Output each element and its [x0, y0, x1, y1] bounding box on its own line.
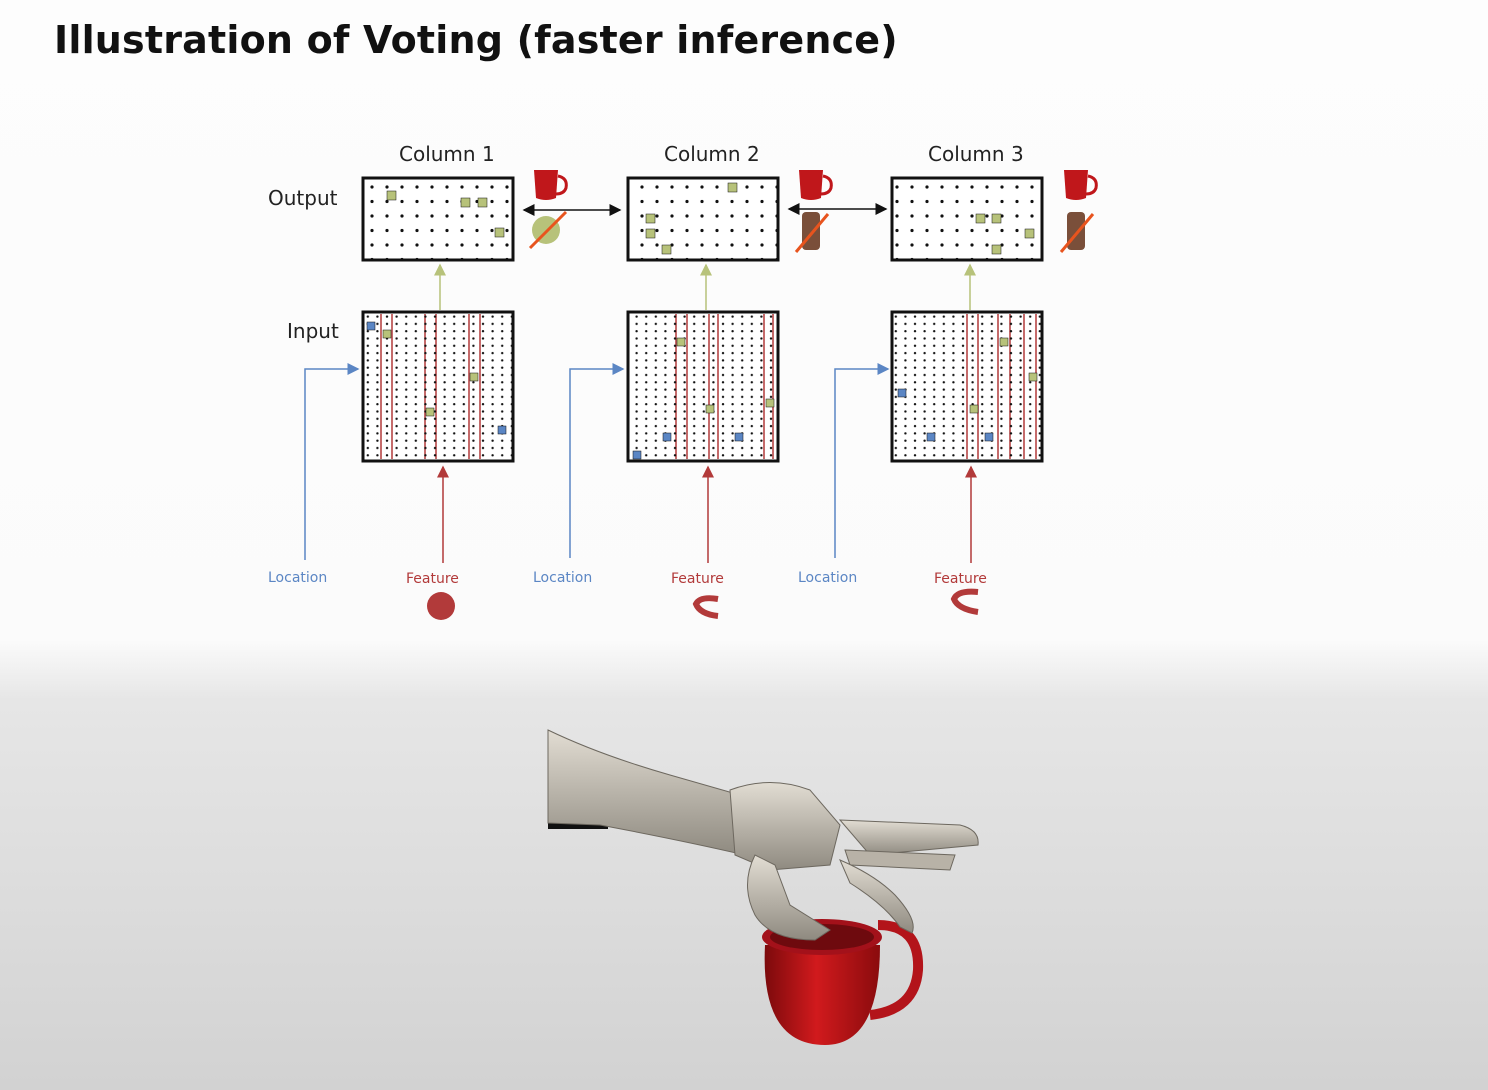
- mug-icon: [534, 170, 568, 200]
- column-1-title: Column 1: [399, 142, 495, 166]
- output-grid: [363, 178, 513, 260]
- red-dot-icon: [427, 592, 455, 620]
- output-row-label: Output: [268, 186, 338, 210]
- ball-icon-crossed: [528, 210, 568, 250]
- voting-diagram: Output Input Column 1 Location Feature: [268, 142, 1098, 620]
- can-icon-crossed: [1059, 212, 1095, 253]
- column-3: Column 3 Location Feature: [798, 142, 1098, 615]
- feature-label: Feature: [934, 571, 987, 587]
- mug-icon: [1064, 170, 1098, 200]
- robot-hand-grasping-mug-icon: [547, 729, 979, 1045]
- can-icon-crossed: [794, 212, 830, 253]
- location-label: Location: [798, 570, 857, 586]
- feature-label: Feature: [671, 571, 724, 587]
- location-label: Location: [533, 570, 592, 586]
- column-2-title: Column 2: [664, 142, 760, 166]
- red-curve-icon: [692, 595, 719, 619]
- column-3-title: Column 3: [928, 142, 1024, 166]
- input-row-label: Input: [287, 319, 339, 343]
- mug-icon: [799, 170, 833, 200]
- red-curve-icon: [950, 588, 979, 615]
- output-grid: [892, 178, 1042, 260]
- output-active-cells: [386, 190, 505, 238]
- location-label: Location: [268, 570, 327, 586]
- slide-title: Illustration of Voting (faster inference…: [54, 18, 898, 62]
- feature-label: Feature: [406, 571, 459, 587]
- input-grid: [628, 312, 778, 461]
- input-grid: [892, 312, 1042, 461]
- column-2: Column 2 Location Feature: [533, 142, 833, 619]
- column-1: Column 1 Location Feature: [268, 142, 568, 620]
